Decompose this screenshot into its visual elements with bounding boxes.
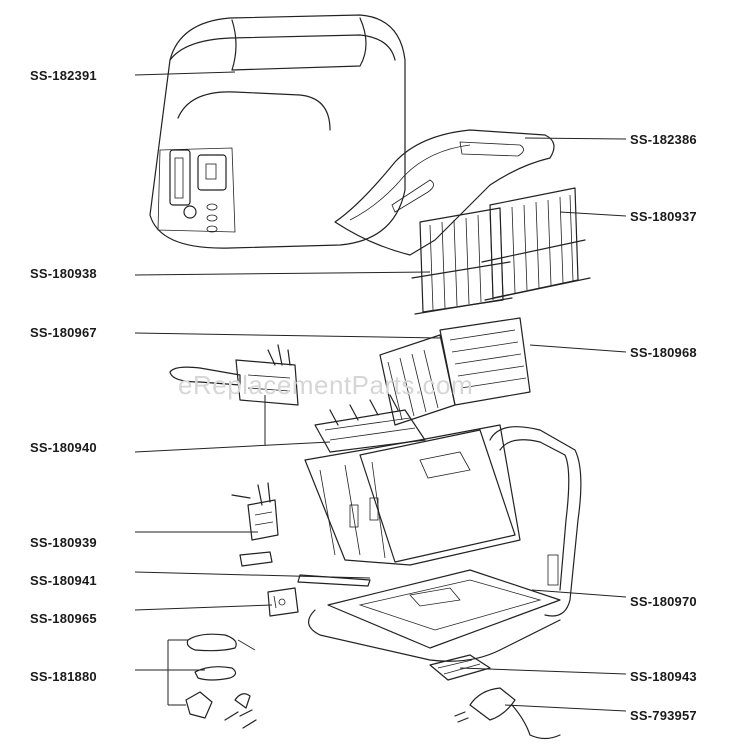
- toaster-housing: [149, 14, 406, 249]
- knob-button-set: [185, 633, 257, 729]
- label-ss180943: SS-180943: [630, 669, 697, 684]
- bread-rack-left: [411, 207, 513, 315]
- label-ss793957: SS-793957: [630, 708, 697, 723]
- bread-rack-right: [481, 187, 591, 301]
- label-ss180965: SS-180965: [30, 611, 97, 626]
- small-bracket: [239, 551, 371, 587]
- label-ss180941: SS-180941: [30, 573, 97, 588]
- label-ss181880: SS-181880: [30, 669, 97, 684]
- label-ss180968: SS-180968: [630, 345, 697, 360]
- label-ss182386: SS-182386: [630, 132, 697, 147]
- label-ss180940: SS-180940: [30, 440, 97, 455]
- heating-element-sheet: [379, 317, 531, 426]
- label-ss180967: SS-180967: [30, 325, 97, 340]
- label-ss180970: SS-180970: [630, 594, 697, 609]
- electronic-board: [267, 587, 299, 617]
- crumb-tray: [429, 654, 491, 681]
- power-cord: [454, 687, 561, 740]
- top-cover-plate: [334, 129, 555, 256]
- slide-lever-assembly: [169, 344, 299, 406]
- watermark-text: eReplacementParts.com: [178, 370, 474, 400]
- label-ss180937: SS-180937: [630, 209, 697, 224]
- inner-chassis: [304, 424, 521, 566]
- label-ss180938: SS-180938: [30, 266, 97, 281]
- base-frame: [308, 426, 582, 662]
- switch-module: [231, 482, 279, 541]
- label-ss180939: SS-180939: [30, 535, 97, 550]
- carriage-assembly: [314, 394, 426, 453]
- label-ss182391: SS-182391: [30, 68, 97, 83]
- leader-lines: [134, 71, 627, 712]
